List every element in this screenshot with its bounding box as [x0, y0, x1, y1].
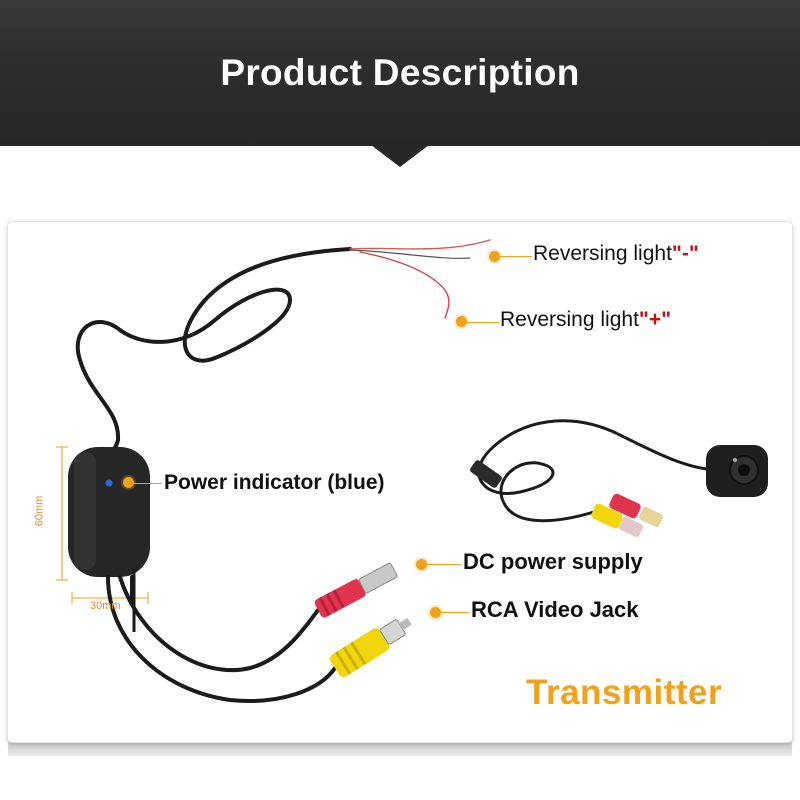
reversing-minus-label: Reversing light: [533, 242, 672, 265]
dc-power-connector: [314, 562, 398, 618]
reversing-minus-dot: [489, 251, 500, 262]
rca-video-callout: RCA Video Jack: [471, 597, 639, 622]
power-indicator-callout: Power indicator (blue): [164, 471, 385, 494]
power-indicator-dot: [123, 477, 134, 488]
reversing-plus-leader: [467, 322, 499, 323]
rca-video-dot: [430, 607, 441, 618]
product-label: Transmitter: [526, 673, 723, 712]
header-banner: [0, 0, 800, 146]
card-shadow-base: [8, 742, 792, 756]
power-indicator-led: [105, 479, 113, 487]
camera-cable: [477, 419, 722, 523]
dc-power-dot: [416, 559, 427, 570]
reversing-light-plus-callout: Reversing light"+": [500, 308, 671, 332]
dc-power-leader: [427, 564, 461, 565]
dimension-width-label: 30mm: [90, 600, 121, 612]
camera-lead-connectors: [470, 460, 663, 538]
transmitter-box: [68, 447, 150, 577]
reversing-plus-mark: "+": [638, 308, 672, 331]
dimension-height-label: 60mm: [33, 495, 46, 527]
transmitter-cable: [75, 247, 352, 454]
output-cables: [106, 575, 337, 703]
page-title: Product Description: [220, 52, 580, 93]
reversing-minus-leader: [500, 256, 532, 257]
reversing-plus-label: Reversing light: [500, 308, 639, 331]
reversing-light-minus-callout: Reversing light"-": [533, 242, 699, 266]
reversing-wires: [349, 239, 491, 319]
rca-video-connector: [330, 617, 412, 678]
camera-body: [706, 445, 768, 497]
power-indicator-leader: [134, 483, 162, 484]
rca-video-leader: [441, 612, 469, 613]
banner-notch: [371, 145, 429, 167]
dc-power-callout: DC power supply: [463, 549, 643, 574]
reversing-minus-mark: "-": [671, 242, 699, 265]
reversing-plus-dot: [456, 316, 467, 327]
